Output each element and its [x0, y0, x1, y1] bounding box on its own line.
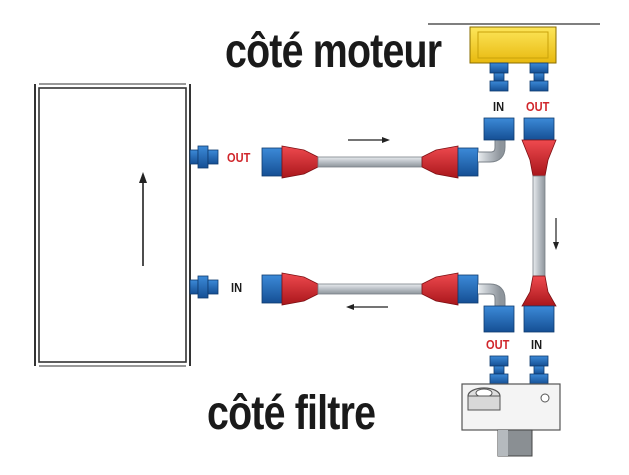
arrow-up-icon	[139, 172, 147, 266]
filter-in-label: IN	[531, 337, 543, 352]
vertical-hose-line	[521, 117, 559, 333]
cooler-in-label: IN	[231, 280, 243, 295]
cooler-out-label: OUT	[227, 150, 251, 165]
cooler-in-port	[189, 275, 219, 299]
arrow-left-icon	[346, 304, 388, 310]
upper-hose-line	[261, 117, 515, 179]
arrow-down-icon	[553, 218, 559, 250]
filter-out-port	[489, 355, 509, 385]
lower-hose-right-fitting	[421, 272, 479, 306]
engine-out-label: OUT	[526, 99, 550, 114]
engine-in-port	[489, 62, 509, 92]
lower-hose-left-fitting	[261, 272, 319, 306]
oil-filter-housing	[461, 355, 561, 457]
filter-side-title: côté filtre	[207, 387, 376, 440]
upper-hose-left-fitting	[261, 145, 319, 179]
arrow-right-icon	[348, 137, 390, 143]
oil-cooler	[34, 83, 219, 367]
filter-out-label: OUT	[486, 337, 510, 352]
filter-in-port	[529, 355, 549, 385]
lower-hose-line	[261, 272, 515, 333]
cooler-out-port	[189, 145, 219, 169]
upper-hose-right-fitting	[421, 145, 479, 179]
engine-out-port	[529, 62, 549, 92]
engine-in-label: IN	[493, 99, 505, 114]
engine-block	[428, 23, 600, 92]
engine-side-title: côté moteur	[225, 25, 442, 78]
